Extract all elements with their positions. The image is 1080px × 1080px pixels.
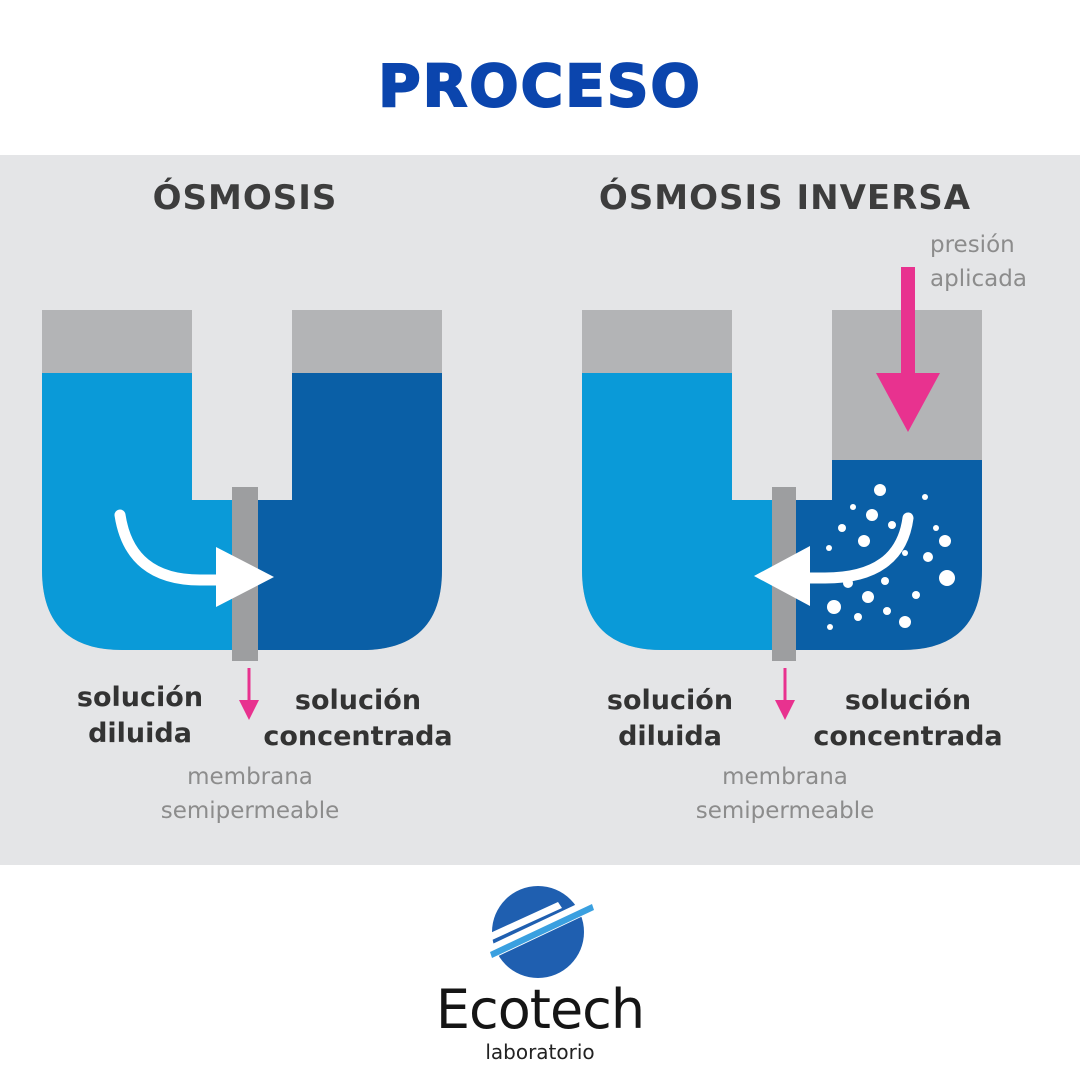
label-line: semipermeable [160,798,340,824]
label-line: membrana [722,764,848,790]
label-line: membrana [187,764,313,790]
pressure-label: presión aplicada [930,228,1027,296]
dilute-solution [582,373,772,650]
osmosis-heading: ÓSMOSIS [152,178,338,218]
dilute-solution-label: solución diluida [60,680,220,752]
brand-subtitle: laboratorio [485,1040,595,1064]
membrane-pointer-arrow-icon [239,668,259,720]
pressure-label-line-2: aplicada [930,266,1027,292]
label-line: diluida [618,721,722,752]
concentrated-solution-label: solución concentrada [808,683,1008,755]
membrane-label: membrana semipermeable [675,760,895,828]
label-line: solución [844,685,972,716]
ecotech-logo-icon [484,886,600,978]
dilute-solution-label: solución diluida [590,683,750,755]
pressure-label-line-1: presión [930,232,1015,258]
osmosis-diagrams [42,267,982,720]
dilute-solution [42,373,232,650]
label-line: solución [294,685,422,716]
flow-arrow-icon [754,512,914,606]
brand-name: Ecotech [435,978,645,1041]
reverse-osmosis-heading: ÓSMOSIS INVERSA [598,178,972,218]
reverse-osmosis-tank [582,267,982,720]
label-line: semipermeable [695,798,875,824]
pressure-arrow-icon [876,267,940,432]
membrane-pointer-arrow-icon [775,668,795,720]
label-line: diluida [88,718,192,749]
flow-arrow-icon [114,509,274,607]
label-line: concentrada [813,721,1003,752]
concentrated-solution-label: solución concentrada [258,683,458,755]
osmosis-tank [42,310,442,720]
label-line: solución [606,685,734,716]
concentrated-solution [250,373,442,650]
label-line: solución [76,682,204,713]
page-title: PROCESO [377,51,702,121]
label-line: concentrada [263,721,453,752]
membrane-label: membrana semipermeable [140,760,360,828]
